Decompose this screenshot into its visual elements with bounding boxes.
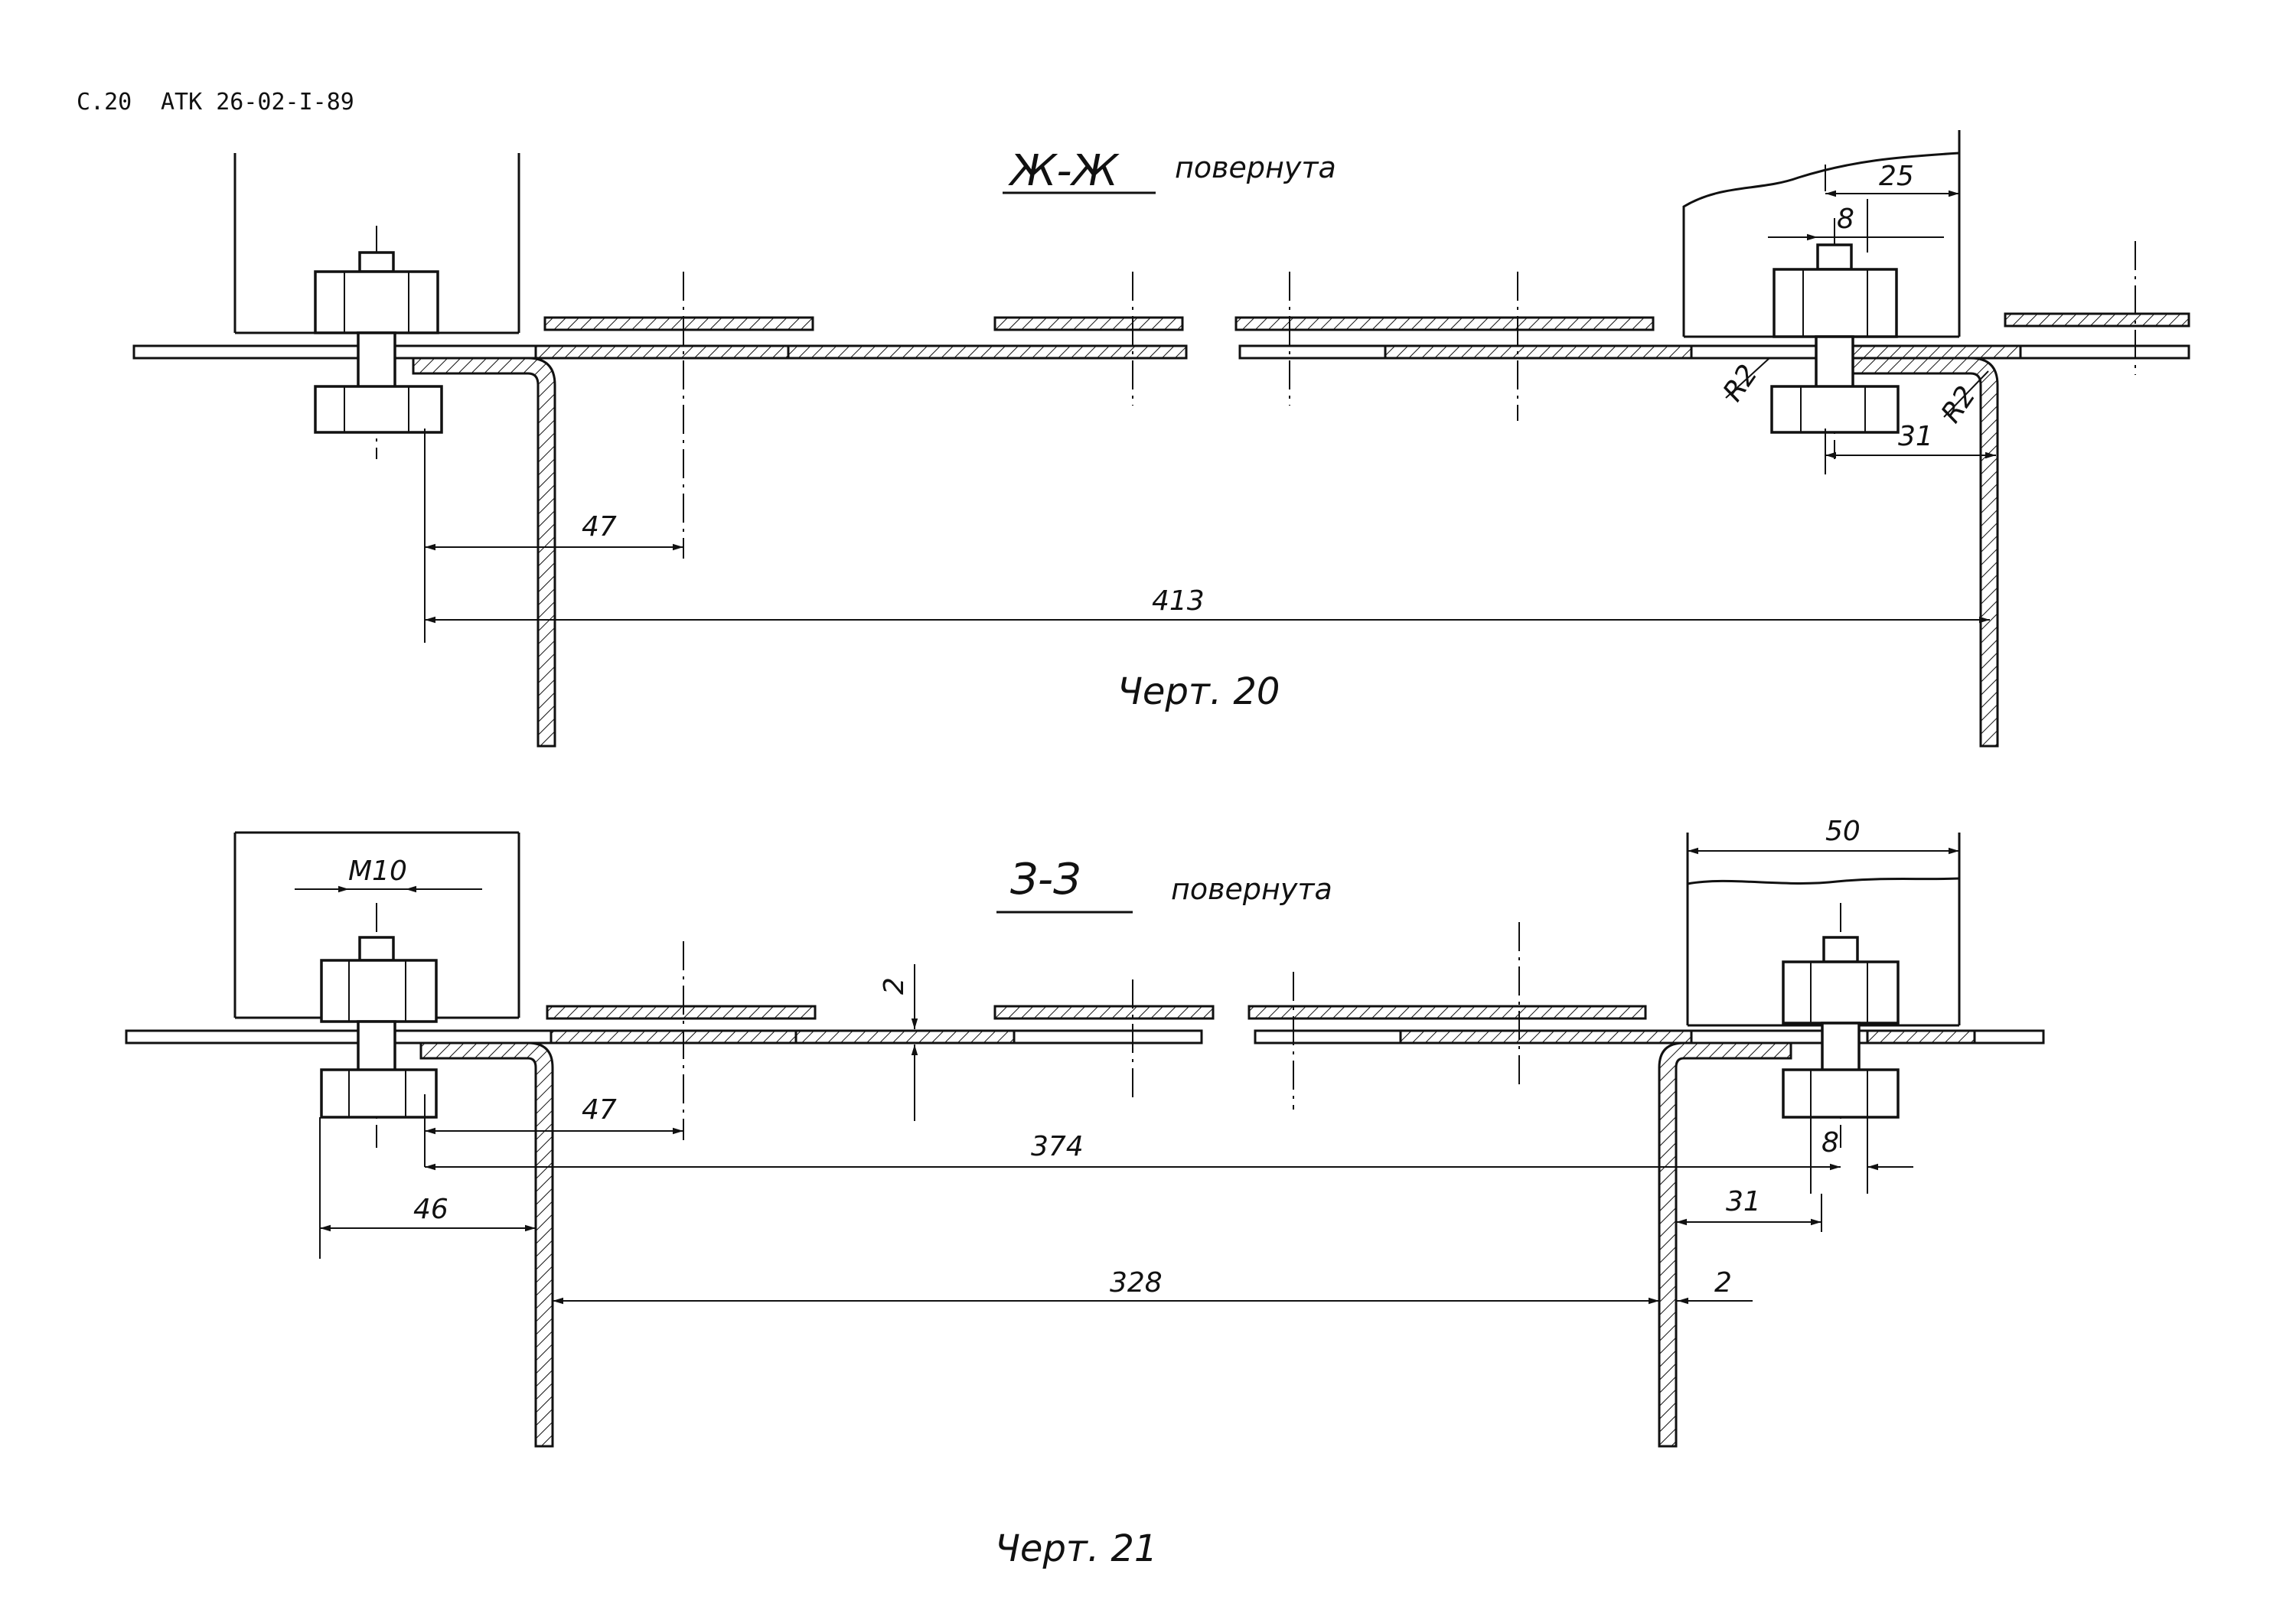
svg-text:47: 47	[582, 511, 617, 543]
dimension-31: 31	[1676, 1186, 1822, 1232]
left-bolt-assembly	[320, 903, 438, 1148]
svg-text:374: 374	[1031, 1131, 1084, 1162]
right-angle-profile	[1658, 1041, 1792, 1448]
left-angle-profile	[412, 357, 556, 748]
figure-caption: Черт. 20	[1117, 670, 1280, 713]
svg-text:25: 25	[1879, 161, 1914, 192]
left-bolt-assembly	[314, 226, 443, 459]
dimension-M10: M10	[295, 855, 482, 893]
right-post	[1686, 833, 1961, 1027]
figure-caption: Черт. 21	[995, 1527, 1157, 1570]
svg-text:R2: R2	[1936, 380, 1982, 429]
center-lines	[683, 241, 2136, 559]
svg-text:2: 2	[1714, 1267, 1732, 1299]
dimension-374: 374	[425, 1131, 1841, 1171]
dimension-50: 50	[1688, 816, 1959, 855]
base-plate	[125, 1029, 2045, 1045]
svg-text:R2: R2	[1717, 359, 1764, 407]
svg-text:31: 31	[1898, 421, 1933, 452]
base-plate	[132, 344, 2190, 360]
svg-text:31: 31	[1726, 1186, 1761, 1217]
dimension-2-plate: 2	[879, 964, 918, 1121]
section-title-20: Ж-Ж повернута	[1003, 146, 1336, 196]
figure-21: З-З повернута	[125, 816, 2045, 1570]
dimension-31: 31	[1825, 421, 1996, 474]
svg-text:M10: M10	[348, 855, 407, 887]
figure-20: Ж-Ж повернута	[132, 130, 2190, 748]
document-code: АТК 26-02-I-89	[161, 89, 354, 116]
dimension-328: 328	[553, 1267, 1659, 1305]
svg-text:50: 50	[1825, 816, 1861, 847]
dimension-2-wall: 2	[1676, 1267, 1753, 1305]
svg-text:2: 2	[879, 977, 910, 995]
center-lines	[683, 922, 1520, 1140]
dimension-25: 25	[1825, 161, 1959, 197]
svg-text:46: 46	[413, 1194, 448, 1225]
left-angle-profile	[419, 1041, 554, 1448]
dimension-413: 413	[425, 585, 1990, 624]
right-angle-profile	[1820, 357, 1999, 748]
section-note: повернута	[1175, 151, 1336, 184]
dimension-8-bottom: 8	[1760, 1117, 1913, 1194]
section-note: повернута	[1171, 872, 1332, 906]
section-label: З-З	[1010, 855, 1081, 904]
page-header: С.20 АТК 26-02-I-89	[77, 89, 354, 116]
svg-text:8: 8	[1837, 204, 1854, 235]
dimension-47: 47	[424, 429, 683, 643]
dimension-47: 47	[424, 1094, 683, 1167]
right-bolt-assembly	[1770, 218, 1900, 459]
svg-text:413: 413	[1152, 585, 1205, 617]
dimension-46: 46	[319, 1117, 536, 1259]
svg-text:328: 328	[1110, 1267, 1163, 1299]
dimension-8-top: 8	[1768, 199, 1944, 253]
svg-text:47: 47	[582, 1094, 617, 1126]
upper-slats	[546, 1005, 1647, 1020]
section-label: Ж-Ж	[1008, 146, 1120, 196]
sheet-number: С.20	[77, 89, 132, 116]
svg-text:8: 8	[1821, 1127, 1839, 1159]
section-title-21: З-З повернута	[996, 855, 1332, 914]
right-bolt-assembly	[1782, 903, 1900, 1148]
upper-slats	[543, 312, 2190, 331]
